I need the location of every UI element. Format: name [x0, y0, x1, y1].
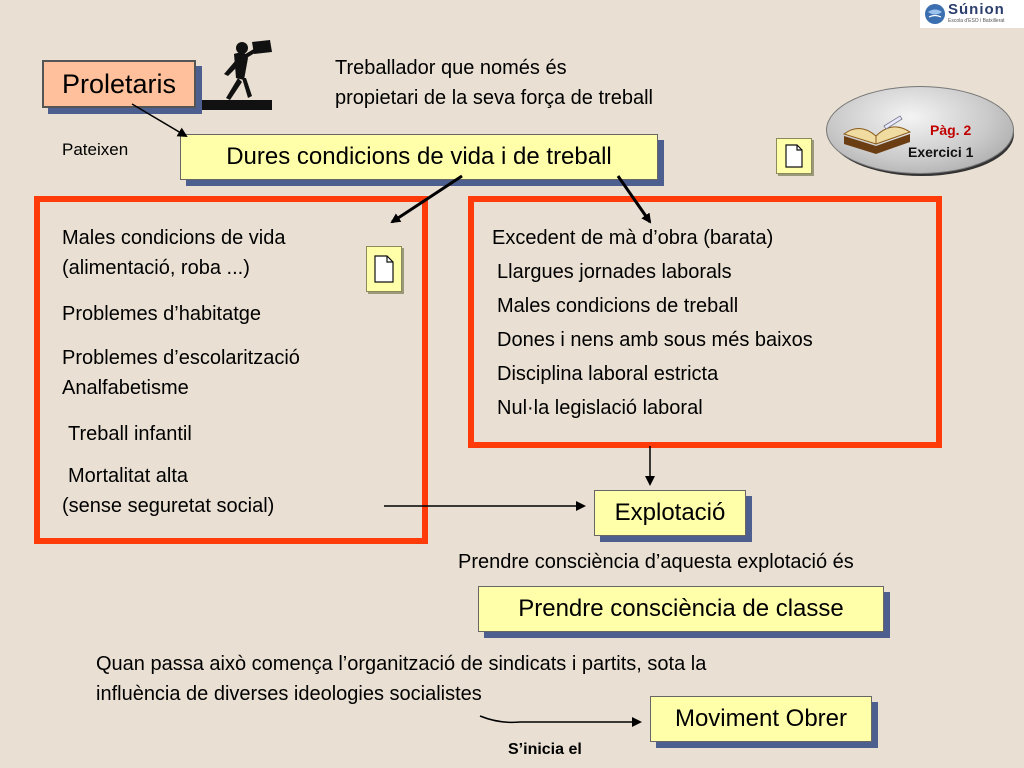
sinicia-label: S’inicia el — [508, 741, 582, 758]
worker-hammer-icon — [202, 40, 272, 110]
badge-page-label: Pàg. 2 — [930, 122, 972, 138]
proletaris-title: Proletaris — [61, 69, 177, 99]
quan-line2: influència de diverses ideologies social… — [96, 683, 482, 705]
right-item: Dones i nens amb sous més baixos — [497, 329, 813, 351]
arrow — [479, 715, 642, 727]
proletaris-box: Proletaris — [42, 60, 196, 108]
right-item: Nul·la legislació laboral — [497, 397, 703, 419]
left-item: (alimentació, roba ...) — [62, 257, 250, 279]
left-item: Problemes d’escolarització — [62, 347, 300, 369]
logo-globe-icon — [925, 4, 945, 24]
note-icon[interactable] — [366, 246, 402, 292]
pateixen-label: Pateixen — [62, 140, 129, 159]
left-item: Males condicions de vida — [62, 227, 286, 249]
badge-exercise-label: Exercici 1 — [908, 144, 974, 160]
right-conditions-box — [468, 196, 942, 448]
explotacio-box: Explotació — [594, 490, 746, 536]
proletaris-definition-line2: propietari de la seva força de treball — [335, 87, 653, 109]
book-icon — [842, 115, 912, 154]
moviment-obrer-label: Moviment Obrer — [674, 705, 848, 732]
prendre-text: Prendre consciència d’aquesta explotació… — [458, 551, 854, 573]
right-item: Excedent de mà d’obra (barata) — [492, 227, 774, 249]
moviment-obrer-box: Moviment Obrer — [650, 696, 872, 742]
page-badge[interactable]: Pàg. 2 Exercici 1 — [826, 86, 1016, 180]
left-item: (sense seguretat social) — [62, 495, 275, 517]
left-conditions-box — [34, 196, 428, 544]
explotacio-label: Explotació — [614, 499, 726, 526]
logo-subtitle: Escola d'ESO i Batxillerat — [948, 18, 1005, 24]
quan-line1: Quan passa això comença l’organització d… — [96, 653, 707, 675]
consciencia-box: Prendre consciència de classe — [478, 586, 884, 632]
logo-text: Súnion — [948, 1, 1005, 18]
right-item: Llargues jornades laborals — [497, 261, 732, 283]
right-item: Disciplina laboral estricta — [497, 363, 719, 385]
left-item: Problemes d’habitatge — [62, 303, 262, 325]
consciencia-label: Prendre consciència de classe — [518, 595, 844, 622]
sunion-logo: Súnion Escola d'ESO i Batxillerat — [920, 0, 1024, 28]
dures-condicions-label: Dures condicions de vida i de treball — [226, 143, 612, 170]
note-icon[interactable] — [776, 138, 812, 174]
left-item: Mortalitat alta — [68, 465, 189, 487]
left-item: Treball infantil — [68, 423, 192, 445]
left-item: Analfabetisme — [62, 377, 189, 399]
right-item: Males condicions de treball — [497, 295, 739, 317]
proletaris-definition-line1: Treballador que només és — [335, 57, 567, 79]
dures-condicions-box: Dures condicions de vida i de treball — [180, 134, 658, 180]
